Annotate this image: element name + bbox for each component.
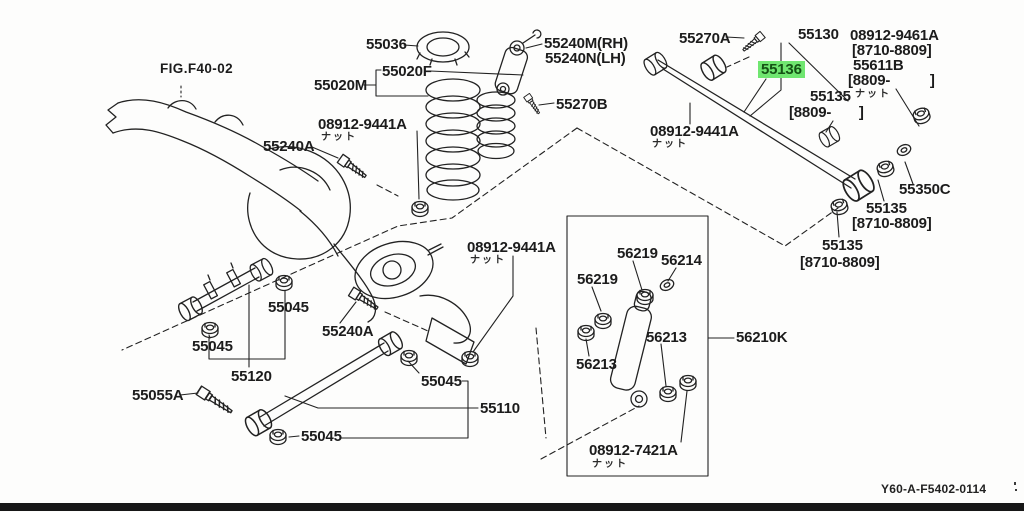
part-label-55611B: 55611B [853, 57, 904, 74]
part-label-55110: 55110 [480, 400, 520, 417]
nut-55135-lower [829, 196, 850, 217]
part-label-55130: 55130 [798, 26, 839, 43]
coil-spring-large [425, 78, 481, 201]
coil-spring-small [476, 91, 516, 160]
part-label-55055A: 55055A [132, 387, 184, 404]
nut-08912-9461A [911, 105, 933, 127]
figure-reference: FIG.F40-02 [160, 61, 234, 76]
shock-kit-box [566, 215, 709, 477]
part-label-56213-1: 56213 [646, 329, 687, 346]
part-label-55240M-RH: 55240M(RH) [544, 35, 628, 52]
part-label-55240A-upper: 55240A [263, 138, 315, 155]
lateral-arm-55110 [242, 329, 406, 439]
bolt-55055A [195, 385, 235, 417]
bushing-55136 [697, 52, 730, 83]
bushing-55045-2 [201, 321, 219, 339]
part-label-55240N-LH: 55240N(LH) [545, 50, 626, 67]
part-label-55270A: 55270A [679, 30, 731, 47]
washer-56214 [657, 276, 677, 294]
part-label-55135-b: 55135 [866, 200, 907, 217]
spring-seat-55036 [416, 31, 470, 66]
lateral-rod-55130 [641, 49, 878, 205]
part-label-08912-9441A-rod: 08912-9441A [650, 123, 739, 140]
nut-08912-7421A [679, 374, 697, 392]
part-label-55045-4: 55045 [301, 428, 342, 445]
part-label-55135-c: 55135 [822, 237, 863, 254]
axle-housing [105, 99, 475, 365]
leader-lines [179, 36, 920, 443]
nut-08912-9441A-left [411, 200, 429, 218]
date-range-8710-8809-a: [8710-8809] [852, 42, 932, 59]
projection-dashed-lines [121, 56, 839, 460]
part-label-55020F: 55020F [382, 63, 432, 80]
part-label-56219-2: 56219 [577, 271, 618, 288]
nut-56213-1 [659, 385, 677, 403]
part-label-55045-3: 55045 [421, 373, 462, 390]
nut-note-left: ナット [321, 132, 357, 143]
part-label-55036: 55036 [366, 36, 407, 53]
part-label-55120: 55120 [231, 368, 272, 385]
part-label-56219-1: 56219 [617, 245, 658, 262]
part-label-55240A-lower: 55240A [322, 323, 374, 340]
nut-note-rod: ナット [652, 139, 688, 150]
part-label-08912-9461A: 08912-9461A [850, 27, 939, 44]
bushing-55045-3 [400, 349, 418, 367]
washer-55350C [894, 141, 914, 159]
part-label-55045-1: 55045 [268, 299, 309, 316]
lateral-arm-55120 [175, 256, 276, 323]
scan-edge-bar [0, 503, 1024, 511]
scan-artifact [1015, 489, 1017, 491]
part-label-55020M: 55020M [314, 77, 368, 94]
nut-note-mid: ナット [470, 255, 506, 266]
part-label-56214: 56214 [661, 252, 702, 269]
part-label-08912-7421A: 08912-7421A [589, 442, 678, 459]
nut-note-shock: ナット [592, 459, 628, 470]
nut-55135-upper [875, 158, 896, 179]
scan-artifact [1014, 482, 1016, 485]
bolt-55240A-upper [336, 153, 370, 181]
part-label-08912-9441A-left: 08912-9441A [318, 116, 407, 133]
part-label-55350C: 55350C [899, 181, 951, 198]
nut-note-topright: ナット [855, 89, 891, 100]
date-range-8809-a: [8809- ] [848, 72, 935, 89]
nut-56213-2 [577, 324, 595, 342]
part-label-56213-2: 56213 [576, 356, 617, 373]
shock-absorber-56210K [609, 290, 652, 408]
date-range-8710-8809-b: [8710-8809] [852, 215, 932, 232]
bolt-55270A [740, 30, 766, 55]
date-range-8809-b: [8809- ] [789, 104, 864, 121]
part-label-55136-highlighted: 55136 [758, 61, 805, 78]
part-label-55270B: 55270B [556, 96, 608, 113]
bushing-55135-8809 [816, 124, 843, 150]
part-label-55045-2: 55045 [192, 338, 233, 355]
bolt-55270B [523, 92, 543, 116]
nut-56219-2 [594, 312, 612, 330]
date-range-8710-8809-c: [8710-8809] [800, 254, 880, 271]
nut-08912-9441A-middle [461, 350, 479, 368]
bolt-55240A-lower [347, 286, 381, 313]
part-label-55135-a: 55135 [810, 88, 851, 105]
part-label-08912-9441A-mid: 08912-9441A [467, 239, 556, 256]
part-label-56210K: 56210K [736, 329, 788, 346]
shackle-link [494, 29, 542, 96]
drawing-code: Y60-A-F5402-0114 [881, 482, 987, 496]
bushing-55045-4 [269, 428, 287, 446]
